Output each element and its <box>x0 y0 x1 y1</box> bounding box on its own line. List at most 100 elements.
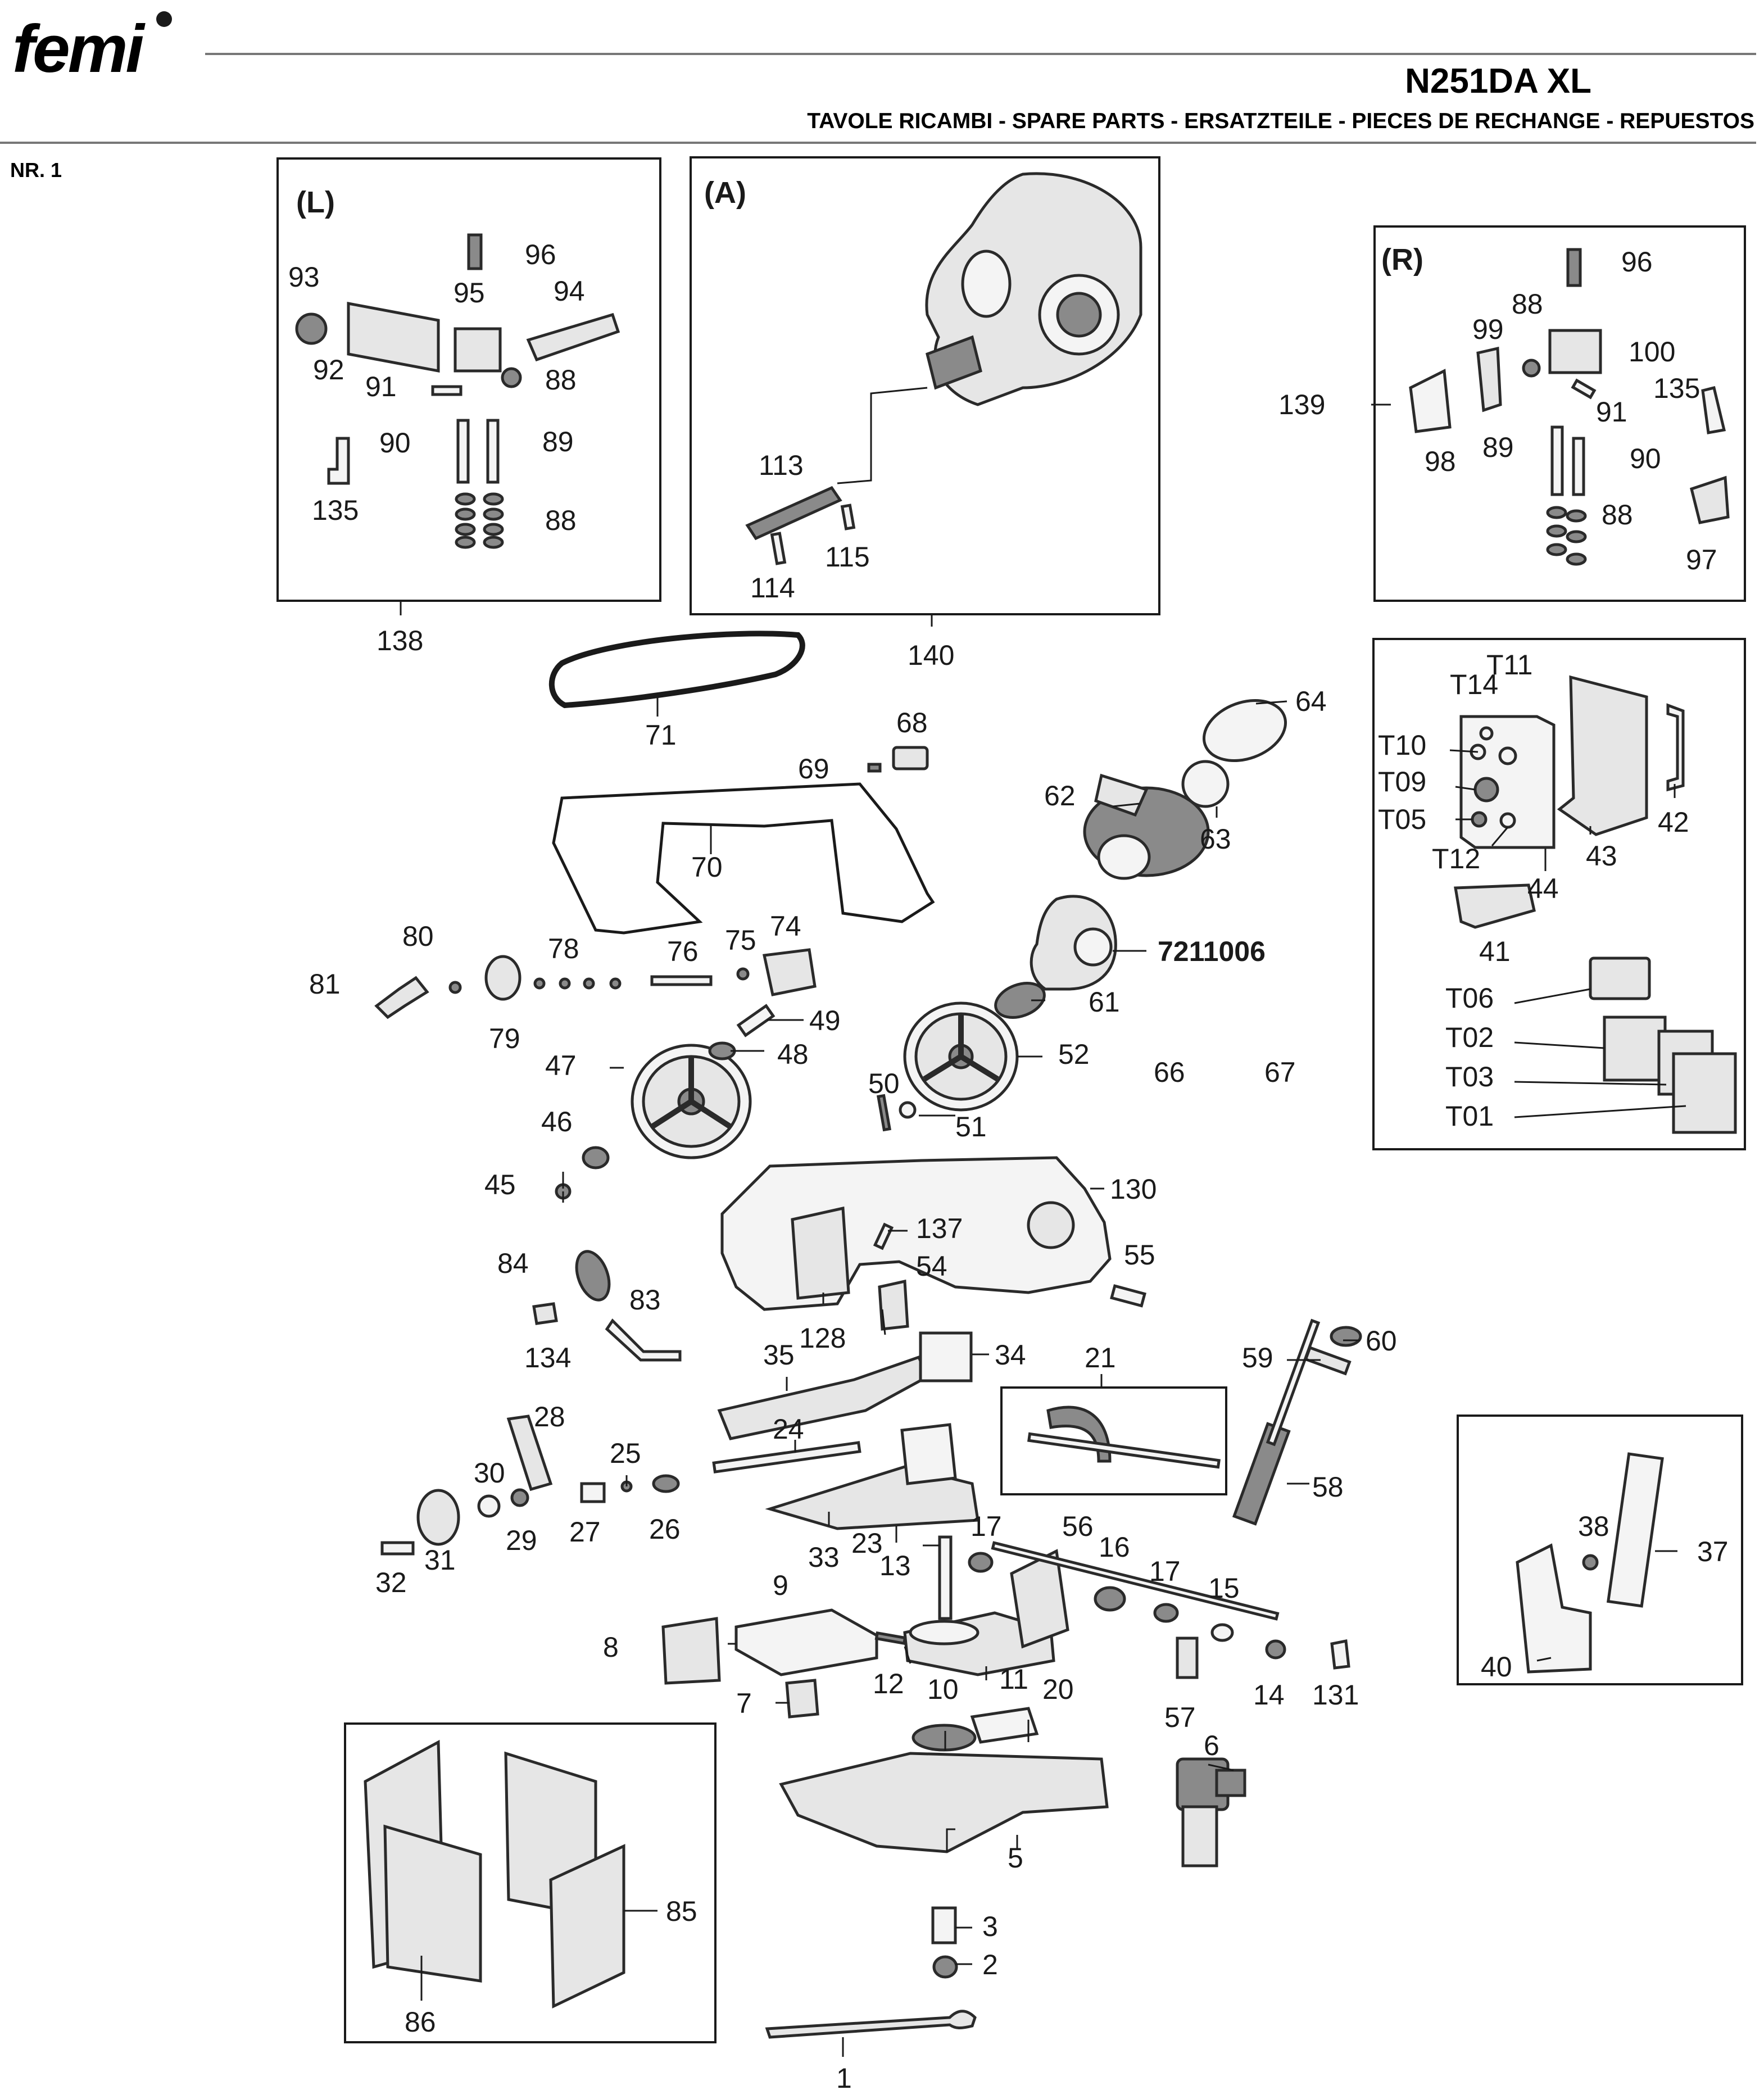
label-115: 115 <box>825 541 870 573</box>
shaft-part-90-right <box>1572 437 1585 496</box>
cover-part-99 <box>1476 346 1502 412</box>
fan-part-63 <box>1181 760 1230 808</box>
label-100: 100 <box>1629 336 1675 368</box>
guide-part-97 <box>1690 475 1730 524</box>
label-58: 58 <box>1312 1471 1344 1503</box>
label-10: 10 <box>927 1674 959 1705</box>
rod-part-83 <box>605 1318 682 1362</box>
rod-part-58 <box>1266 1318 1321 1447</box>
label-30: 30 <box>474 1457 505 1489</box>
label-91-left: 91 <box>365 371 397 402</box>
label-43: 43 <box>1586 840 1617 872</box>
label-27: 27 <box>569 1516 601 1548</box>
label-85: 85 <box>666 1896 697 1927</box>
label-93: 93 <box>288 261 320 293</box>
blade-tension-part-128 <box>791 1206 850 1300</box>
pin-part-137 <box>873 1222 894 1250</box>
washer-part-17 <box>968 1552 994 1573</box>
label-84: 84 <box>497 1248 529 1279</box>
label-T01: T01 <box>1445 1100 1494 1132</box>
box-L <box>276 157 661 602</box>
guard-part-40 <box>1516 1543 1592 1674</box>
box-electrical <box>1372 638 1746 1150</box>
guide-left-parts <box>295 233 620 549</box>
washer-part-17b <box>1153 1603 1179 1623</box>
leader-T01 <box>1514 1105 1686 1118</box>
label-96-left: 96 <box>525 239 556 270</box>
label-T09: T09 <box>1378 766 1426 797</box>
label-38: 38 <box>1578 1511 1609 1542</box>
label-76: 76 <box>667 936 699 967</box>
axle-part-16 <box>991 1541 1280 1621</box>
cock-part-57 <box>1176 1636 1199 1679</box>
gearbox-inlet <box>961 250 1012 318</box>
label-134: 134 <box>524 1342 571 1373</box>
bearing-part-88-right <box>1522 359 1541 378</box>
label-66: 66 <box>1154 1057 1185 1088</box>
blade-cover-part-70 <box>552 782 935 935</box>
label-90-right: 90 <box>1630 443 1661 474</box>
label-71: 71 <box>645 719 677 751</box>
leader-gearbox-shaft <box>837 387 928 484</box>
shaft-part-13 <box>938 1535 953 1620</box>
subtitle: TAVOLE RICAMBI - SPARE PARTS - ERSATZTEI… <box>807 109 1754 133</box>
guide-right-parts <box>1409 248 1730 566</box>
label-86: 86 <box>405 2006 436 2038</box>
label-89-left: 89 <box>542 426 574 457</box>
leader-T03 <box>1514 1081 1667 1086</box>
label-140: 140 <box>908 640 954 671</box>
label-54: 54 <box>916 1250 947 1282</box>
nut-part-14 <box>1265 1639 1286 1660</box>
pin-part-91 <box>431 385 462 396</box>
label-15: 15 <box>1208 1572 1240 1604</box>
shaft-part-90 <box>456 419 470 484</box>
label-16: 16 <box>1099 1531 1130 1563</box>
plate-part-34 <box>919 1331 973 1382</box>
electrical-parts <box>1454 675 1737 1134</box>
bracket-part-54 <box>878 1279 909 1331</box>
label-1: 1 <box>836 2062 852 2094</box>
button-T11 <box>1498 746 1517 765</box>
part-74 <box>762 948 817 996</box>
washer-part-29 <box>510 1488 529 1507</box>
label-88-right-bottom: 88 <box>1602 499 1633 531</box>
guide-block-part-95 <box>454 327 502 373</box>
screw-part-96 <box>467 233 483 270</box>
label-48: 48 <box>777 1039 809 1070</box>
key-part-114 <box>770 532 787 565</box>
label-95: 95 <box>454 277 485 309</box>
label-7211006: 7211006 <box>1158 936 1266 967</box>
rod-part-76 <box>650 975 713 986</box>
label-70: 70 <box>691 851 723 883</box>
washers-part-78 <box>533 977 622 990</box>
label-29: 29 <box>506 1525 537 1556</box>
button-T09 <box>1473 777 1499 803</box>
bearing-part-88-top <box>501 367 522 388</box>
label-88-right-top: 88 <box>1512 288 1543 320</box>
cylinder-part-37 <box>1606 1452 1664 1608</box>
box-21 <box>1000 1386 1227 1495</box>
label-26: 26 <box>649 1513 681 1545</box>
label-47: 47 <box>545 1050 577 1081</box>
screw-part-96-right <box>1566 248 1582 287</box>
label-T06: T06 <box>1445 982 1494 1014</box>
washer-part-51 <box>899 1101 917 1119</box>
label-60: 60 <box>1366 1325 1397 1357</box>
table-number: NR. 1 <box>10 158 62 182</box>
label-55: 55 <box>1124 1239 1155 1271</box>
lever-part-84 <box>575 1250 611 1302</box>
label-80: 80 <box>402 921 434 952</box>
leader-T06 <box>1514 988 1591 1004</box>
label-13: 13 <box>879 1550 911 1581</box>
box-R <box>1373 225 1746 602</box>
label-T11: T11 <box>1486 649 1532 681</box>
label-12: 12 <box>873 1668 904 1699</box>
rod-part-21-shaft <box>1027 1432 1221 1469</box>
brand-logo: femi <box>12 11 146 87</box>
label-34: 34 <box>995 1339 1026 1371</box>
label-89-right: 89 <box>1482 432 1514 463</box>
guide-arm-part-92 <box>347 301 440 373</box>
label-138: 138 <box>377 625 423 656</box>
leader-T02 <box>1514 1041 1605 1049</box>
label-79: 79 <box>489 1023 520 1054</box>
